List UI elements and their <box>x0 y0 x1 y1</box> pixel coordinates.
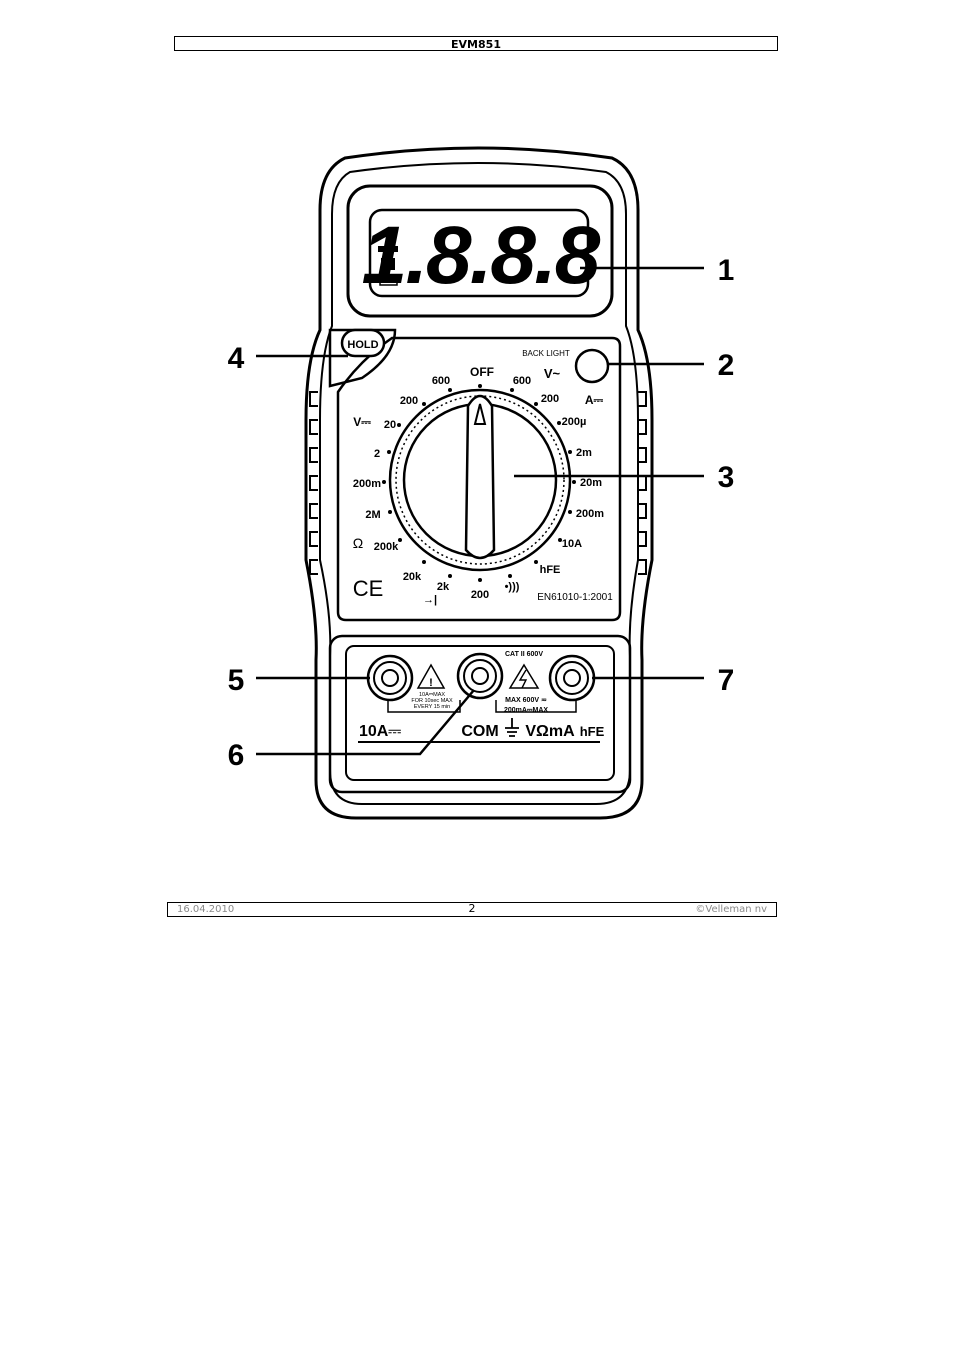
dial-vdc-20: 20 <box>384 419 396 431</box>
dial-vdc-2: 2 <box>374 448 380 460</box>
dial-ohm-200k: 200k <box>374 541 399 553</box>
header-box: EVM851 <box>174 36 778 51</box>
lcd-digits: 1.8.8.8 <box>362 210 601 301</box>
hold-label: HOLD <box>347 339 378 351</box>
dial-pointer <box>473 403 487 425</box>
dial-ohm-20k: 20k <box>403 571 422 583</box>
left-warning-line-1: 10A⎓MAX <box>419 692 445 698</box>
ground-icon <box>505 718 519 737</box>
lcd-hold-indicator: H <box>384 260 391 271</box>
warning-triangle-right <box>508 663 540 689</box>
footer-box: 16.04.2010 2 ©Velleman nv <box>167 902 777 917</box>
meter-outer-body <box>304 146 654 820</box>
side-grips <box>309 391 647 575</box>
right-warning-line-2: 200mA⎓MAX <box>504 707 548 714</box>
dial-hfe: hFE <box>540 564 561 576</box>
display-bezel <box>346 184 614 318</box>
backlight-button[interactable] <box>574 348 610 384</box>
label-vohm: VΩmA <box>525 723 575 740</box>
callout-1: 1 <box>718 254 735 287</box>
left-warning-line-2: FOR 10sec MAX <box>411 698 453 704</box>
lcd-minus <box>378 246 398 252</box>
rotary-dial-ring <box>388 388 572 572</box>
dial-ohm-2k: 2k <box>437 581 450 593</box>
callout-3: 3 <box>718 461 735 494</box>
right-warning-line-1: MAX 600V ≂ <box>505 697 547 704</box>
label-10a: 10A⎓ <box>359 723 401 740</box>
dial-off: OFF <box>470 365 494 379</box>
dial-ohm-symbol: Ω <box>353 535 363 551</box>
dial-knob[interactable] <box>464 394 496 560</box>
cat-rating: CAT II 600V <box>505 651 543 658</box>
terminal-com[interactable] <box>456 652 504 700</box>
bracket-right <box>495 700 577 713</box>
dial-ohm-200: 200 <box>471 589 489 601</box>
left-warning-line-3: EVERY 15 min <box>414 704 450 710</box>
lcd-window <box>368 208 590 298</box>
terminal-vohm[interactable] <box>548 654 596 702</box>
dial-adc-10a: 10A <box>562 538 582 550</box>
dial-adc-20m: 20m <box>580 477 602 489</box>
standard-label: EN61010-1:2001 <box>537 592 613 603</box>
callout-lines <box>256 266 704 756</box>
dial-vdc-200: 200 <box>400 395 418 407</box>
hold-button-housing <box>328 328 397 388</box>
lightning-icon <box>518 669 528 689</box>
hold-button[interactable] <box>340 328 386 358</box>
label-com: COM <box>461 723 498 740</box>
label-hfe: hFE <box>580 724 605 739</box>
callout-6: 6 <box>228 739 245 772</box>
battery-icon <box>379 275 398 286</box>
terminal-panel-inner <box>345 645 615 781</box>
dial-vdc-600: 600 <box>432 375 450 387</box>
dial-adc-2m: 2m <box>576 447 592 459</box>
warning-triangle-left <box>416 663 446 689</box>
dial-adc-symbol: A⎓ <box>585 393 604 407</box>
dial-vdc-symbol: V⎓ <box>353 415 371 429</box>
dial-adc-200u: 200µ <box>562 416 587 428</box>
backlight-label: BACK LIGHT <box>522 349 570 358</box>
callout-2: 2 <box>718 349 735 382</box>
header-title: EVM851 <box>451 38 501 51</box>
dial-continuity: •))) <box>505 581 520 593</box>
warning-exclaim: ! <box>429 677 433 689</box>
dial-vac-600: 600 <box>513 375 531 387</box>
dial-ohm-2M: 2M <box>365 509 380 521</box>
callout-7: 7 <box>718 664 735 697</box>
ce-mark: CE <box>353 576 384 601</box>
dial-panel <box>336 336 622 622</box>
terminal-panel-outer <box>328 634 632 794</box>
dial-dots <box>382 384 576 582</box>
lcd-hold-box <box>381 258 395 270</box>
dial-diode: →| <box>423 594 437 606</box>
dial-vac-symbol: V~ <box>544 366 561 381</box>
footer-page-number: 2 <box>468 902 476 915</box>
footer-copyright: ©Velleman nv <box>695 904 767 915</box>
dial-vdc-200m: 200m <box>353 478 381 490</box>
dial-adc-200m: 200m <box>576 508 604 520</box>
callout-4: 4 <box>228 342 245 375</box>
callout-5: 5 <box>228 664 245 697</box>
footer-date: 16.04.2010 <box>177 904 235 915</box>
dial-vac-200: 200 <box>541 393 559 405</box>
terminal-10a[interactable] <box>366 654 414 702</box>
